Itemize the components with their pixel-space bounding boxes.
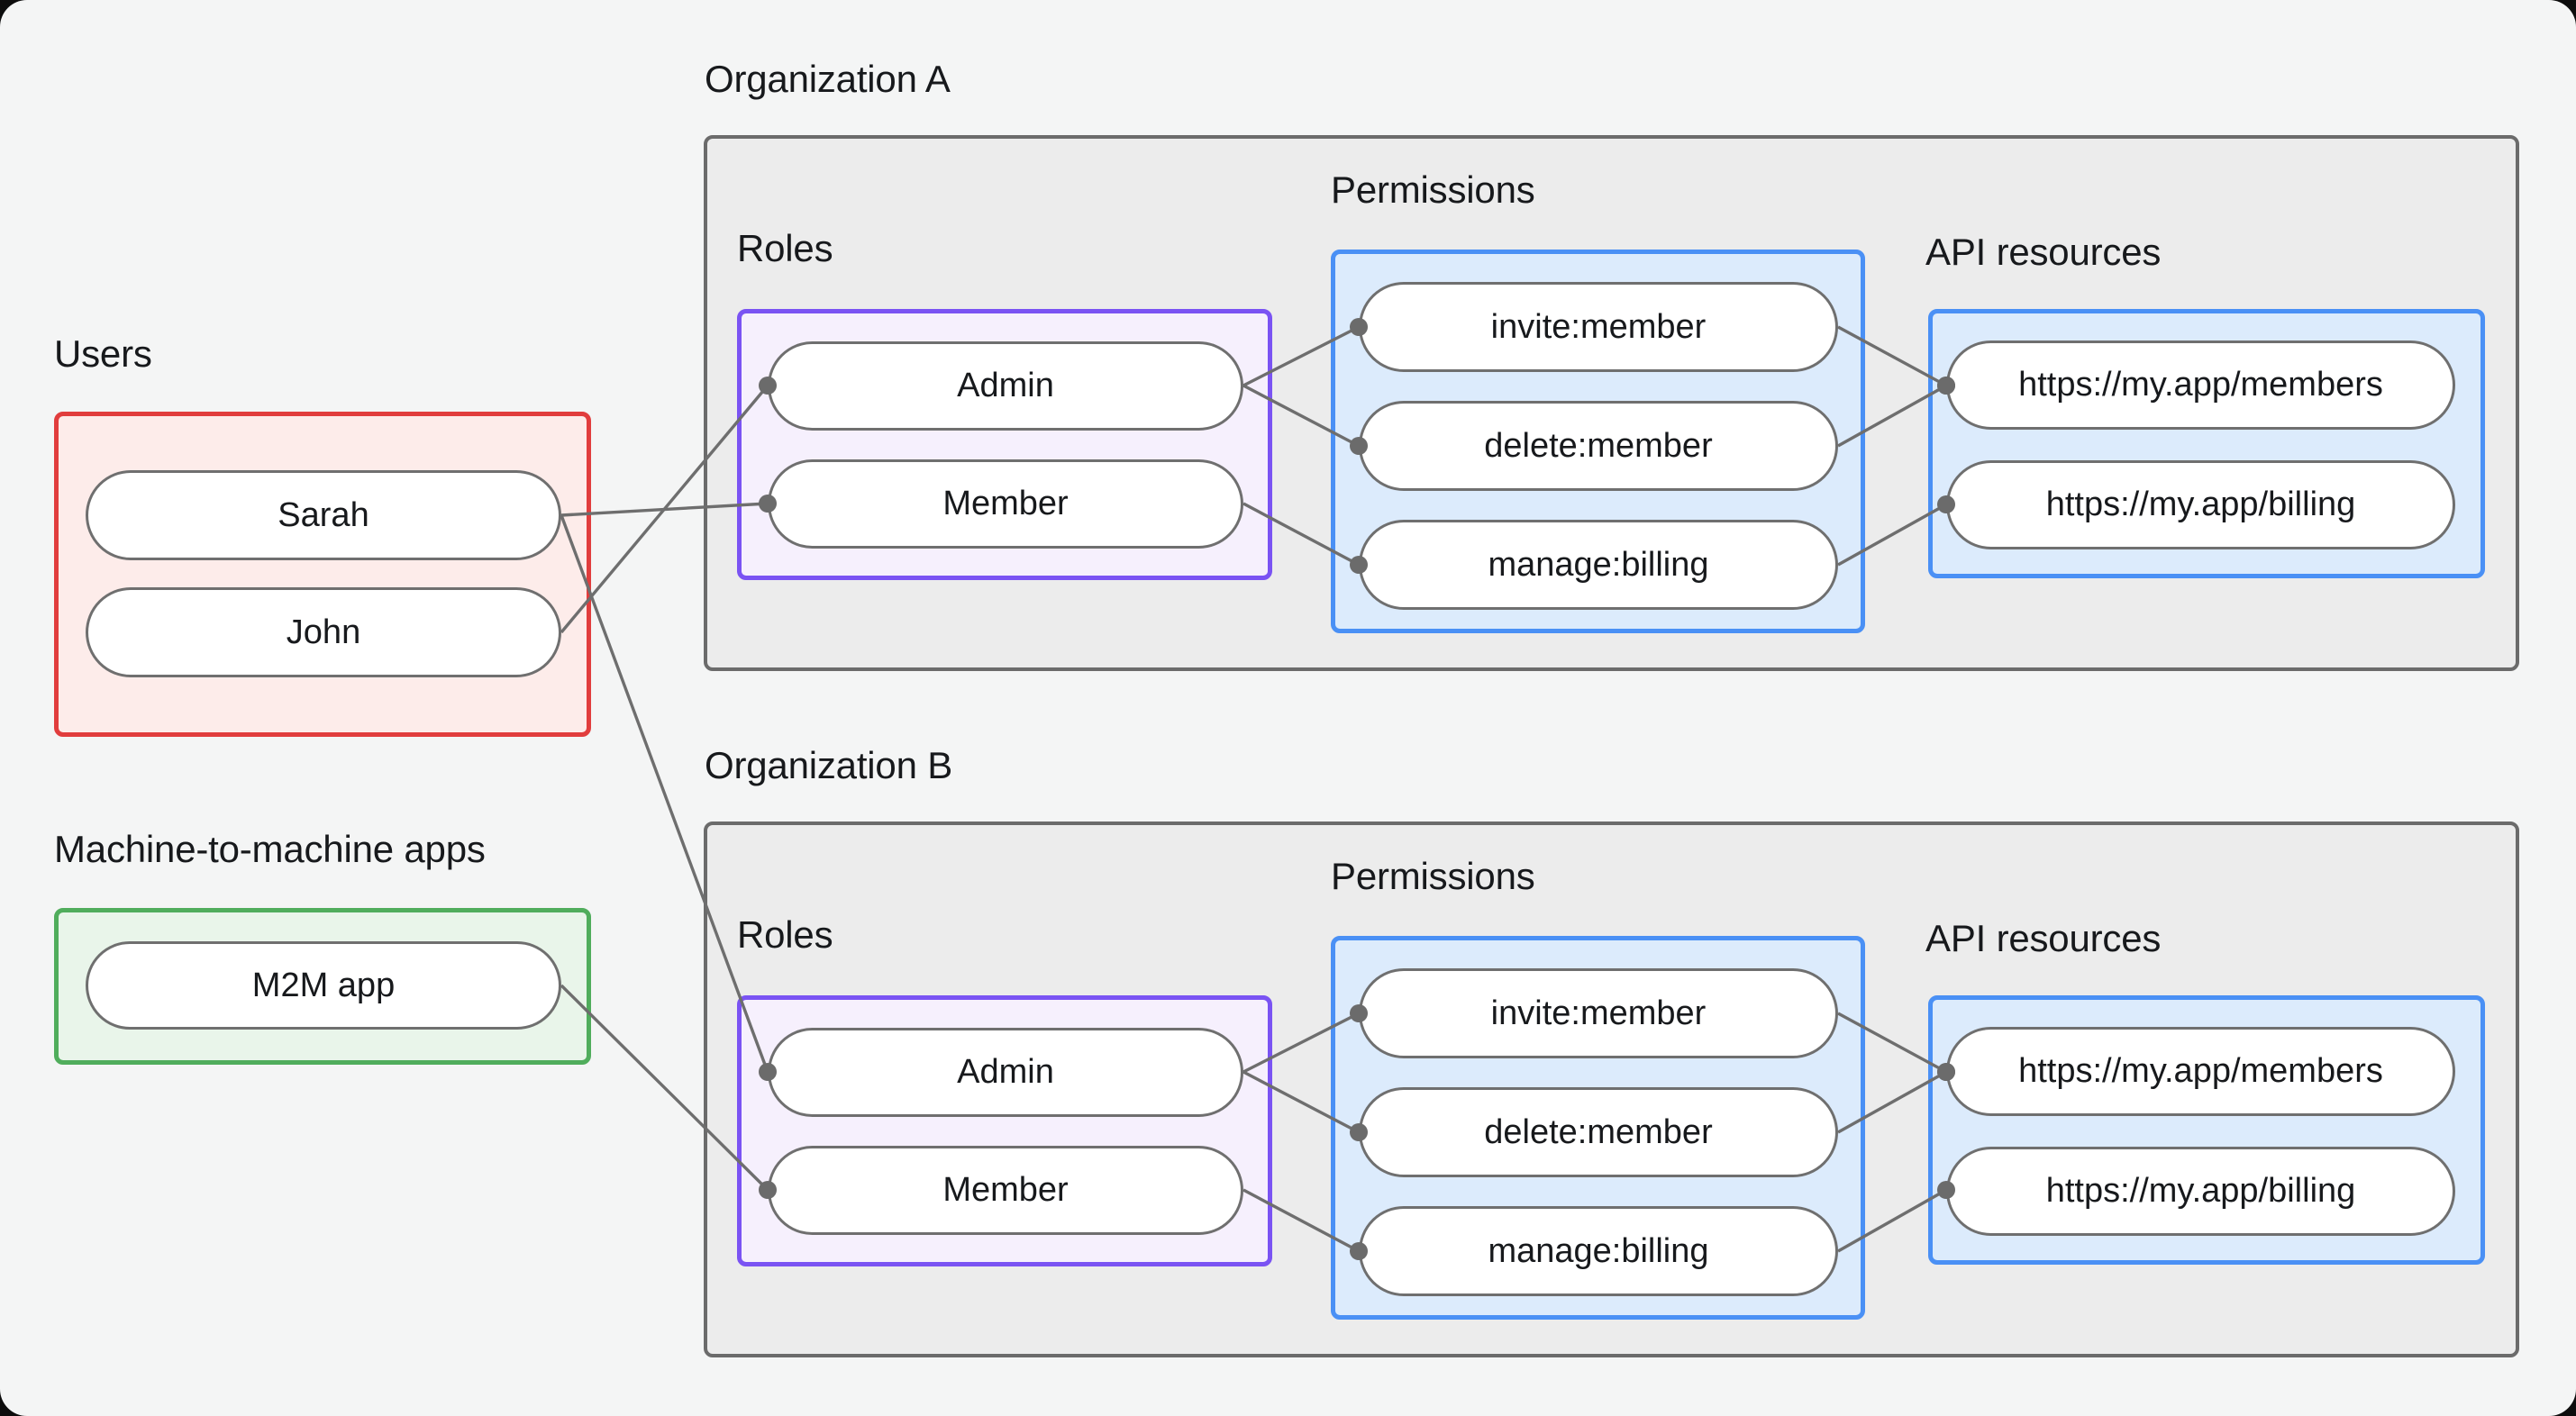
org-b-perm-manage-billing-label: manage:billing bbox=[1488, 1231, 1709, 1270]
user-node-john-label: John bbox=[286, 613, 361, 651]
org-b-api-members-label: https://my.app/members bbox=[2018, 1052, 2383, 1090]
org-a-role-member: Member bbox=[768, 459, 1243, 549]
org-a-perm-manage-billing-label: manage:billing bbox=[1488, 545, 1709, 584]
org-b-role-member-label: Member bbox=[942, 1171, 1069, 1209]
user-node-john: John bbox=[86, 587, 561, 677]
org-a-api-billing: https://my.app/billing bbox=[1946, 460, 2455, 549]
users-section-label: Users bbox=[54, 332, 152, 375]
org-b-roles-label: Roles bbox=[737, 913, 833, 956]
org-a-roles-label: Roles bbox=[737, 227, 833, 269]
org-b-perm-delete-member-label: delete:member bbox=[1484, 1112, 1713, 1151]
m2m-section-label: Machine-to-machine apps bbox=[54, 828, 486, 870]
user-node-sarah: Sarah bbox=[86, 470, 561, 560]
org-a-api-members: https://my.app/members bbox=[1946, 340, 2455, 430]
org-a-perm-delete-member: delete:member bbox=[1359, 401, 1838, 491]
org-b-role-admin-label: Admin bbox=[957, 1053, 1054, 1091]
org-b-perm-invite-member: invite:member bbox=[1359, 968, 1838, 1058]
m2m-app-node-label: M2M app bbox=[251, 966, 396, 1004]
org-b-api-billing: https://my.app/billing bbox=[1946, 1147, 2455, 1236]
org-a-perm-invite-member-label: invite:member bbox=[1490, 307, 1707, 346]
org-a-role-admin-label: Admin bbox=[957, 367, 1054, 404]
user-node-sarah-label: Sarah bbox=[278, 495, 369, 534]
org-b-api-members: https://my.app/members bbox=[1946, 1027, 2455, 1116]
users-group-box bbox=[54, 412, 591, 737]
org-a-role-admin: Admin bbox=[768, 341, 1243, 431]
org-a-api-resources-label: API resources bbox=[1925, 231, 2162, 273]
m2m-app-node: M2M app bbox=[86, 941, 561, 1030]
org-b-permissions-label: Permissions bbox=[1331, 855, 1535, 897]
org-a-perm-delete-member-label: delete:member bbox=[1484, 426, 1713, 465]
org-a-role-member-label: Member bbox=[942, 485, 1069, 522]
org-b-title: Organization B bbox=[705, 744, 953, 786]
org-a-perm-invite-member: invite:member bbox=[1359, 282, 1838, 372]
org-b-role-admin: Admin bbox=[768, 1028, 1243, 1117]
org-b-api-billing-label: https://my.app/billing bbox=[2045, 1172, 2356, 1210]
org-a-permissions-label: Permissions bbox=[1331, 168, 1535, 211]
org-b-api-resources-label: API resources bbox=[1925, 917, 2162, 959]
org-a-api-members-label: https://my.app/members bbox=[2018, 366, 2383, 404]
org-b-role-member: Member bbox=[768, 1146, 1243, 1235]
org-b-perm-invite-member-label: invite:member bbox=[1490, 994, 1707, 1032]
org-a-perm-manage-billing: manage:billing bbox=[1359, 520, 1838, 610]
org-a-title: Organization A bbox=[705, 58, 951, 100]
org-b-perm-manage-billing: manage:billing bbox=[1359, 1206, 1838, 1296]
org-a-api-billing-label: https://my.app/billing bbox=[2045, 486, 2356, 523]
org-b-perm-delete-member: delete:member bbox=[1359, 1087, 1838, 1177]
